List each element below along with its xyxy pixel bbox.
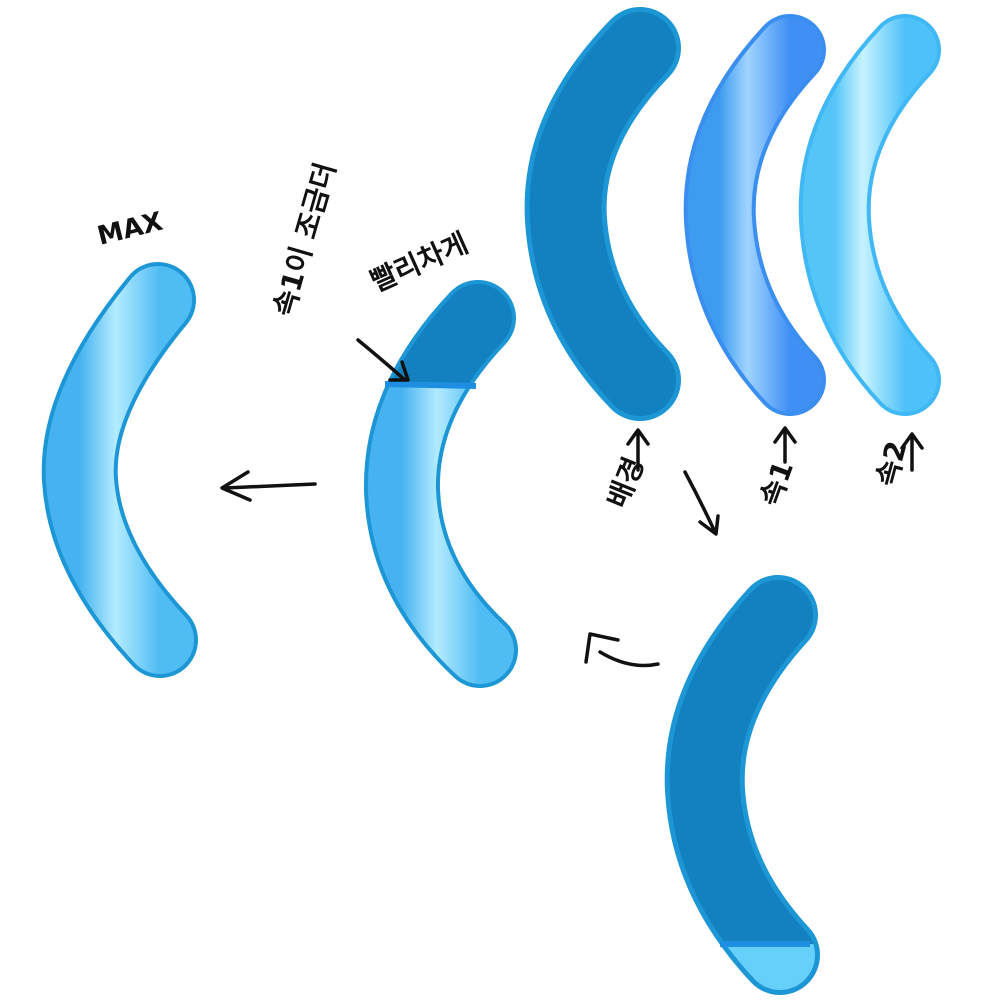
- gauge-start: [664, 575, 820, 995]
- arrow-background-pointer: [626, 428, 650, 472]
- label-fill2: 속2: [870, 438, 914, 490]
- arrow-note-pointer: [356, 338, 410, 382]
- gauge-max: [41, 262, 198, 678]
- label-max-group: MAX: [94, 207, 165, 252]
- gauge-fill1-layer: [683, 14, 826, 416]
- arrow-fill1-pointer: [773, 426, 797, 464]
- label-background-group: 배경: [601, 452, 651, 512]
- partial-fill-divider: [384, 381, 477, 389]
- gauge-background-layer: [524, 7, 681, 421]
- arrow-to-start: [683, 470, 720, 536]
- label-background: 배경: [601, 452, 651, 512]
- gauge-fill2-layer: [798, 14, 941, 416]
- gauge-partial: [363, 280, 518, 688]
- label-note-line1: 속1이 조금더: [267, 159, 342, 320]
- label-max: MAX: [94, 207, 165, 252]
- arrow-to-max: [220, 470, 317, 502]
- arrow-to-partial: [584, 632, 660, 668]
- label-note-group: 속1이 조금더 빨리차게: [267, 159, 473, 320]
- label-fill1-group: 속1: [754, 457, 800, 511]
- arrow-fill2-pointer: [900, 432, 924, 472]
- label-fill2-group: 속2: [870, 438, 914, 490]
- label-fill1: 속1: [754, 457, 800, 511]
- arrows: [220, 338, 924, 668]
